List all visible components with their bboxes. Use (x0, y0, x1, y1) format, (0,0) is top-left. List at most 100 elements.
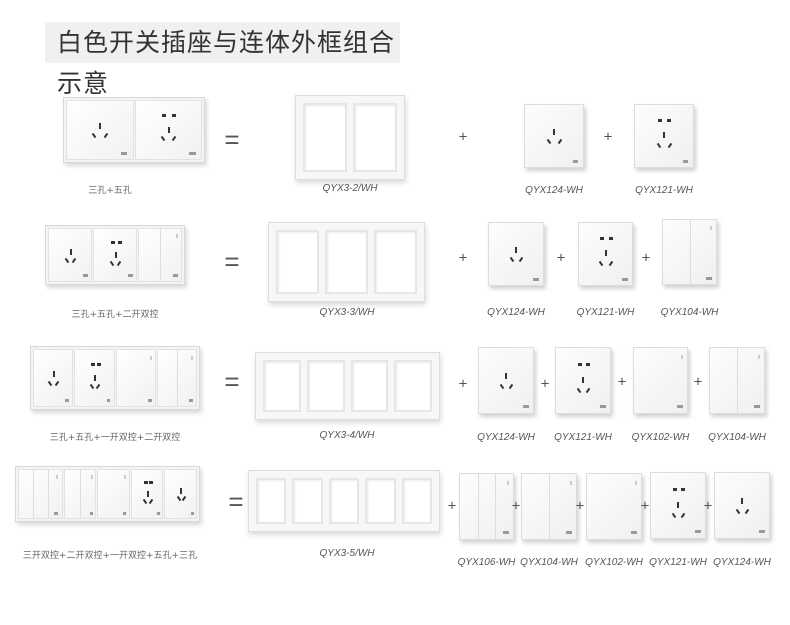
socket-hole-icon (117, 260, 122, 266)
module-image-qyx104-wh (662, 219, 717, 285)
socket-hole-icon (672, 487, 677, 491)
combined-panel-image (30, 346, 200, 410)
frame-opening (353, 103, 397, 172)
panel-module-3 (48, 228, 92, 282)
panel-module-5 (93, 228, 137, 282)
brand-logo (677, 405, 683, 409)
brand-logo (523, 405, 529, 409)
module-image-qyx124-wh (488, 222, 544, 286)
plus-sign: + (511, 497, 521, 515)
brand-logo (147, 399, 152, 403)
socket-hole-icon (99, 123, 102, 130)
switch-gang-divider (689, 220, 691, 284)
panel-module-s2 (63, 469, 97, 519)
socket-hole-icon (509, 256, 514, 263)
brand-logo (631, 531, 637, 535)
brand-logo (189, 151, 196, 155)
frame-code-label: QYX3-2/WH (322, 183, 378, 194)
equals-sign: = (228, 486, 244, 517)
socket-hole-icon (96, 384, 101, 390)
indicator-led-icon (149, 355, 152, 360)
module-image-qyx104-wh (521, 473, 577, 540)
socket-hole-icon (681, 487, 686, 491)
module-code-label: QYX102-WH (585, 557, 643, 568)
socket-hole-icon (598, 260, 604, 266)
brand-logo (572, 159, 579, 163)
indicator-led-icon (634, 480, 637, 485)
socket-hole-icon (172, 136, 177, 142)
brand-logo (682, 159, 689, 163)
socket-hole-icon (582, 376, 585, 383)
plus-sign: + (458, 249, 468, 267)
socket-hole-icon (72, 257, 77, 263)
module-image-qyx106-wh (459, 473, 514, 540)
panel-module-s3 (18, 469, 63, 519)
socket-hole-icon (90, 362, 95, 366)
combo-label: 三孔+五孔+一开双控+二开双控 (49, 433, 181, 443)
brand-logo (83, 274, 88, 278)
plus-sign: + (458, 128, 468, 146)
frame-image (248, 470, 440, 532)
socket-hole-icon (608, 237, 613, 241)
frame-opening (303, 103, 347, 172)
brand-logo (89, 511, 93, 515)
socket-hole-icon (93, 374, 96, 381)
frame-opening (306, 360, 345, 412)
brand-logo (533, 277, 539, 281)
combo-label: 三开双控+二开双控+一开双控+五孔+三孔 (22, 551, 198, 561)
module-image-qyx121-wh (578, 222, 633, 286)
socket-hole-icon (656, 142, 662, 148)
socket-hole-icon (69, 248, 72, 255)
module-image-qyx102-wh (586, 473, 642, 540)
brand-logo (106, 399, 111, 403)
brand-logo (120, 151, 128, 155)
module-code-label: QYX106-WH (457, 557, 516, 568)
module-image-qyx121-wh (634, 104, 694, 168)
brand-logo (190, 511, 194, 515)
panel-module-3 (164, 469, 198, 519)
socket-hole-icon (89, 384, 94, 390)
module-image-qyx104-wh (709, 347, 765, 414)
frame-opening (365, 478, 396, 524)
switch-gang-divider (495, 474, 497, 539)
panel-module-3 (33, 349, 74, 407)
plus-sign: + (575, 497, 585, 515)
brand-logo (695, 530, 701, 534)
panel-module-5 (134, 100, 202, 160)
frame-image (268, 222, 425, 302)
socket-hole-icon (91, 132, 97, 139)
socket-hole-icon (553, 128, 556, 135)
socket-hole-icon (509, 383, 514, 389)
switch-gang-divider (47, 470, 49, 518)
panel-module-5 (130, 469, 164, 519)
brand-logo (759, 530, 765, 534)
socket-hole-icon (745, 508, 750, 514)
plus-sign: + (641, 249, 651, 267)
indicator-led-icon (680, 354, 683, 359)
socket-hole-icon (172, 114, 177, 118)
socket-hole-icon (180, 488, 183, 495)
indicator-led-icon (709, 226, 712, 231)
socket-hole-icon (149, 481, 154, 485)
combined-panel-image (45, 225, 185, 285)
module-code-label: QYX121-WH (576, 307, 635, 318)
socket-hole-icon (576, 387, 581, 393)
module-code-label: QYX104-WH (708, 432, 766, 443)
socket-hole-icon (671, 512, 676, 518)
socket-hole-icon (110, 240, 115, 244)
indicator-led-icon (124, 474, 127, 479)
socket-hole-icon (546, 138, 552, 145)
socket-hole-icon (96, 362, 101, 366)
frame-opening (256, 478, 287, 524)
module-code-label: QYX104-WH (520, 557, 578, 568)
brand-logo (173, 274, 178, 278)
frame-opening (276, 230, 319, 294)
socket-hole-icon (103, 132, 109, 139)
plus-sign: + (603, 128, 613, 146)
panel-module-s1 (97, 469, 130, 519)
panel-module-s2 (138, 228, 182, 282)
switch-gang-divider (737, 348, 738, 413)
socket-hole-icon (54, 380, 60, 386)
socket-hole-icon (144, 481, 149, 485)
panel-module-s1 (115, 349, 156, 407)
